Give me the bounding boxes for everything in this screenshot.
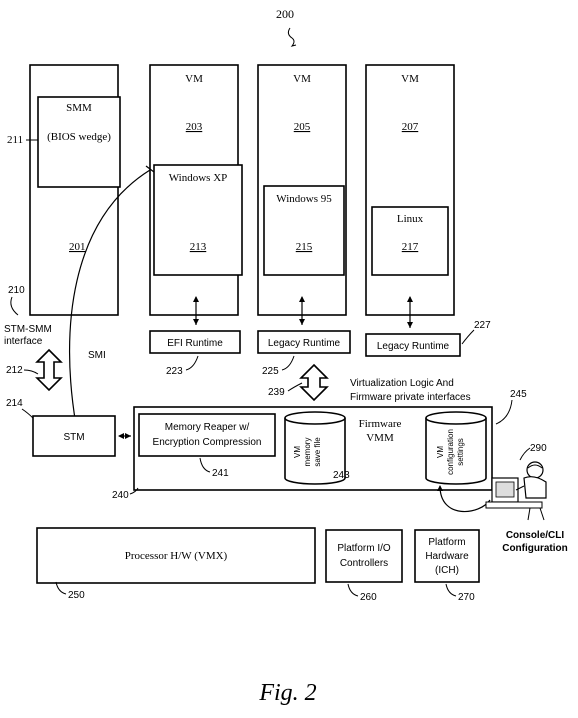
virtualization-label-line2: Firmware private interfaces xyxy=(350,392,471,403)
efi-runtime-label: EFI Runtime xyxy=(167,338,223,349)
linux-box xyxy=(371,206,449,276)
ref-225-leader xyxy=(281,355,295,371)
ref-240: 240 xyxy=(112,490,129,501)
ref-260: 260 xyxy=(360,592,377,603)
ref-214: 214 xyxy=(6,398,23,409)
smm-bios-wedge-box xyxy=(37,96,121,188)
ref-225: 225 xyxy=(262,366,279,377)
ref-212-leader xyxy=(23,369,39,375)
platform-hardware-label-line1: Platform xyxy=(428,537,465,548)
ref-227-leader xyxy=(461,329,475,345)
ref-223-leader xyxy=(185,355,199,371)
console-label-line2: Configuration xyxy=(502,543,568,554)
memory-reaper-label-line2: Encryption Compression xyxy=(153,437,262,448)
ref-250: 250 xyxy=(68,590,85,601)
ref-250-leader xyxy=(55,581,67,595)
ref-213: 213 xyxy=(190,241,207,253)
ref-212: 212 xyxy=(6,365,23,376)
ref-243: 243 xyxy=(333,470,350,481)
stm-smm-label-line2: interface xyxy=(4,336,43,347)
legacy-runtime-label-2: Legacy Runtime xyxy=(377,341,450,352)
platform-hardware-box xyxy=(414,529,480,583)
config-settings-cylinder xyxy=(425,418,487,485)
ref-245: 245 xyxy=(510,389,527,400)
efi-runtime-box xyxy=(149,330,241,354)
legacy-runtime-box-1 xyxy=(257,330,351,354)
ref-217: 217 xyxy=(402,241,419,253)
save-file-label-line1: VM xyxy=(293,446,302,458)
vm-header-2: VM xyxy=(293,73,311,85)
ref-239: 239 xyxy=(268,387,285,398)
ref-290: 290 xyxy=(530,443,547,454)
figure-number-squiggle xyxy=(287,27,297,47)
smi-label: SMI xyxy=(88,350,106,361)
platform-hardware-label-line2: Hardware xyxy=(425,551,469,562)
ref-270-leader xyxy=(445,583,457,597)
ref-241: 241 xyxy=(212,468,229,479)
figure-number: 200 xyxy=(276,7,294,21)
ref-290-leader xyxy=(519,447,531,461)
ref-207: 207 xyxy=(402,121,419,133)
bios-wedge-label: (BIOS wedge) xyxy=(47,131,111,143)
ref-211: 211 xyxy=(7,134,23,146)
vm-partition-box-linux xyxy=(365,64,455,316)
ref-210: 210 xyxy=(8,285,25,296)
ref-223: 223 xyxy=(166,366,183,377)
ref-245-leader xyxy=(495,399,513,425)
windows-xp-box xyxy=(153,164,243,276)
firmware-vmm-label-line2: VMM xyxy=(366,432,394,444)
memory-reaper-box xyxy=(138,413,276,457)
ref-239-leader xyxy=(287,382,303,392)
config-settings-cylinder-top xyxy=(425,411,487,425)
processor-box xyxy=(36,527,316,584)
stm-smm-interface-arrow xyxy=(35,348,63,392)
stm-box xyxy=(32,415,116,457)
windows-xp-label: Windows XP xyxy=(169,172,228,184)
ref-227: 227 xyxy=(474,320,491,331)
config-label-line1: VM xyxy=(436,446,445,458)
ref-270: 270 xyxy=(458,592,475,603)
ref-210-leader xyxy=(10,296,19,316)
console-operator-icon xyxy=(485,461,547,521)
firmware-vmm-label-line1: Firmware xyxy=(359,418,402,430)
windows-95-label: Windows 95 xyxy=(276,193,332,205)
vm-header-3: VM xyxy=(401,73,419,85)
save-file-label-line3: save file xyxy=(313,437,322,467)
stm-smm-label-line1: STM-SMM xyxy=(4,324,52,335)
vm-header-1: VM xyxy=(185,73,203,85)
smm-label: SMM xyxy=(66,102,92,114)
console-label-line1: Console/CLI xyxy=(506,530,565,541)
windows-95-box xyxy=(263,185,345,276)
virtualization-label-line1: Virtualization Logic And xyxy=(350,378,454,389)
ref-241-leader xyxy=(199,457,211,473)
ref-260-leader xyxy=(347,583,359,597)
virtualization-arrow xyxy=(299,363,329,402)
platform-io-label-line1: Platform I/O xyxy=(337,543,391,554)
smi-arrow-tip xyxy=(145,165,155,173)
platform-io-label-line2: Controllers xyxy=(340,558,388,569)
config-label-line3: settings xyxy=(456,438,465,466)
memory-reaper-label-line1: Memory Reaper w/ xyxy=(165,422,250,433)
legacy-runtime-label-1: Legacy Runtime xyxy=(268,338,341,349)
legacy-runtime-box-2 xyxy=(365,333,461,357)
memory-save-file-cylinder xyxy=(284,418,346,485)
linux-label: Linux xyxy=(397,213,424,225)
save-file-label-line2: memory xyxy=(303,438,312,467)
ref-205: 205 xyxy=(294,121,311,133)
memory-save-file-cylinder-top xyxy=(284,411,346,425)
processor-label: Processor H/W (VMX) xyxy=(125,550,228,562)
config-label-line2: configuration xyxy=(446,429,455,475)
platform-hardware-label-line3: (ICH) xyxy=(435,565,459,576)
ref-201: 201 xyxy=(69,241,86,253)
ref-215: 215 xyxy=(296,241,313,253)
figure-caption: Fig. 2 xyxy=(258,680,316,706)
stm-label: STM xyxy=(63,432,84,443)
ref-203: 203 xyxy=(186,121,203,133)
ref-240-leader xyxy=(129,487,139,495)
platform-io-box xyxy=(325,529,403,583)
smi-arrow xyxy=(69,169,151,426)
